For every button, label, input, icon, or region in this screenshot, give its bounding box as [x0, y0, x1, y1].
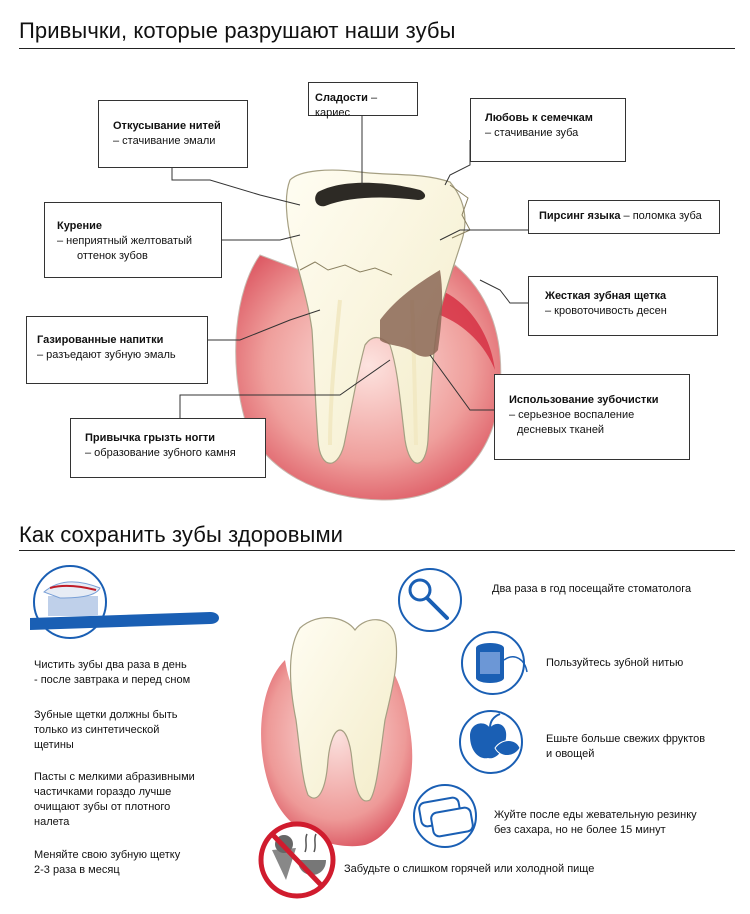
- damaged-tooth-illustration: [235, 169, 502, 501]
- tip-line: - после завтрака и перед сном: [34, 674, 191, 686]
- section-title-healthy: Как сохранить зубы здоровыми: [19, 522, 344, 547]
- cavity: [315, 182, 426, 207]
- tip-synthetic-bristles: Зубные щетки должны быть только из синте…: [34, 708, 178, 753]
- toothbrush-illustration: [30, 565, 219, 639]
- habit-name: Сладости: [315, 92, 368, 104]
- tip-line: Чистить зубы два раза в день: [34, 659, 187, 671]
- habit-name: Пирсинг языка: [539, 210, 621, 222]
- label-box-threads: Откусывание нитей – стачивание эмали: [98, 100, 248, 168]
- habit-name: Откусывание нитей: [113, 120, 221, 132]
- inflamed-gum: [440, 290, 495, 370]
- habit-effect-cont: оттенок зубов: [77, 250, 148, 262]
- tooth-body-2: [289, 617, 398, 802]
- tartar-stain: [380, 270, 443, 357]
- healthy-tooth-illustration: [261, 617, 413, 847]
- habit-effect: – стачивание зуба: [485, 127, 579, 139]
- title-underline-1: [19, 48, 735, 49]
- tip-line: Ешьте больше свежих фруктов: [546, 733, 706, 745]
- tip-replace-brush: Меняйте свою зубную щетку 2-3 раза в мес…: [34, 848, 180, 878]
- habit-effect-cont: десневых тканей: [517, 424, 605, 436]
- chipped-edge: [449, 184, 471, 239]
- tip-line: Меняйте свою зубную щетку: [34, 849, 181, 861]
- tip-line: 2-3 раза в месяц: [34, 864, 120, 876]
- root-canal-left: [328, 299, 342, 446]
- label-box-soda: Газированные напитки – разъедают зубную …: [26, 316, 208, 384]
- habit-name: Жесткая зубная щетка: [545, 290, 667, 302]
- habit-effect: – неприятный желтоватый: [57, 235, 193, 247]
- tip-line: и овощей: [546, 748, 595, 760]
- label-box-sweets: Сладости – кариес: [308, 82, 418, 119]
- habit-effect: – стачивание эмали: [113, 135, 216, 147]
- tip-abrasive-paste: Пасты с мелкими абразивными частичками г…: [34, 770, 195, 830]
- habit-effect: – разъедают зубную эмаль: [37, 349, 176, 361]
- tip-avoid-temperature: Забудьте о слишком горячей или холодной …: [344, 863, 595, 875]
- habit-name: Газированные напитки: [37, 334, 164, 346]
- tip-line: Жуйте после еды жевательную резинку: [494, 809, 697, 821]
- tip-eat-fruit: Ешьте больше свежих фруктов и овощей: [546, 732, 705, 762]
- title-underline-2: [19, 550, 735, 551]
- label-box-toothpick: Использование зубочистки – серьезное вос…: [494, 374, 690, 460]
- habit-effect: – серьезное воспаление: [509, 409, 635, 421]
- label-box-piercing: Пирсинг языка – поломка зуба: [528, 200, 720, 234]
- no-hot-cold-food-icon: [258, 821, 336, 899]
- label-box-brush: Жесткая зубная щетка – кровоточивость де…: [528, 276, 718, 336]
- section-title-habits: Привычки, которые разрушают наши зубы: [19, 18, 456, 43]
- tip-brush-twice: Чистить зубы два раза в день - после зав…: [34, 658, 190, 688]
- tip-chew-gum: Жуйте после еды жевательную резинку без …: [494, 808, 697, 838]
- habit-effect: – образование зубного камня: [85, 447, 236, 459]
- tip-use-floss: Пользуйтесь зубной нитью: [546, 657, 684, 669]
- dental-mirror-icon: [398, 568, 462, 632]
- tip-line: только из синтетической: [34, 724, 160, 736]
- tip-line: налета: [34, 816, 70, 828]
- habit-name: Привычка грызть ногти: [85, 432, 216, 444]
- tip-line: частичками гораздо лучше: [34, 786, 172, 798]
- fruit-icon: [459, 710, 523, 774]
- chewing-gum-icon: [413, 784, 477, 848]
- habit-name: Курение: [57, 220, 103, 232]
- tip-line: без сахара, но не более 15 минут: [494, 824, 666, 836]
- tip-line: очищают зубы от плотного: [34, 801, 171, 813]
- tip-visit-dentist: Два раза в год посещайте стоматолога: [492, 583, 692, 595]
- label-box-smoking: Курение – неприятный желтоватый оттенок …: [44, 202, 222, 278]
- tip-line: Пасты с мелкими абразивными: [34, 771, 195, 783]
- enamel-crack: [299, 261, 393, 276]
- habit-name: Использование зубочистки: [509, 394, 659, 406]
- habit-effect: – поломка зуба: [623, 210, 702, 222]
- label-box-seeds: Любовь к семечкам – стачивание зуба: [470, 98, 626, 162]
- habit-effect: – кровоточивость десен: [545, 305, 667, 317]
- dental-floss-icon: [461, 631, 528, 695]
- habit-effect: – кариес: [315, 92, 378, 119]
- tip-line: щетины: [34, 739, 74, 751]
- label-box-nails: Привычка грызть ногти – образование зубн…: [70, 418, 266, 478]
- habit-name: Любовь к семечкам: [485, 112, 593, 124]
- tip-line: Зубные щетки должны быть: [34, 709, 178, 721]
